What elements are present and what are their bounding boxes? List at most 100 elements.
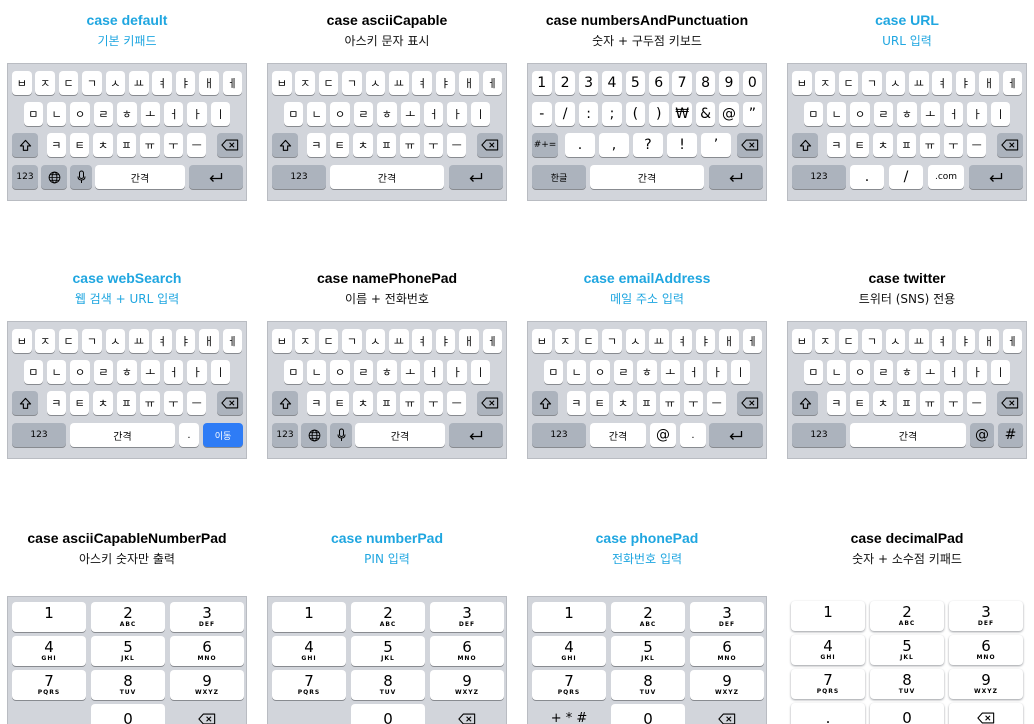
- letter-key[interactable]: ㅏ: [187, 102, 207, 126]
- letter-key[interactable]: ㅡ: [966, 391, 987, 415]
- digit-key[interactable]: 1: [272, 602, 346, 632]
- letter-key[interactable]: ㅁ: [803, 360, 823, 384]
- letter-key[interactable]: ㅁ: [543, 360, 563, 384]
- letter-key[interactable]: ㅗ: [660, 360, 680, 384]
- letter-key[interactable]: ㄴ: [46, 102, 67, 126]
- digit-key-zero[interactable]: 0: [91, 704, 165, 724]
- symbol-key[interactable]: ₩: [672, 102, 692, 126]
- letter-key[interactable]: ㅊ: [873, 391, 893, 415]
- letter-key[interactable]: ㅌ: [589, 391, 610, 415]
- letter-key[interactable]: ㄹ: [353, 102, 374, 126]
- punctuation-key[interactable]: ?: [633, 133, 663, 157]
- letter-key[interactable]: ㅈ: [35, 329, 55, 353]
- letter-key[interactable]: ㄷ: [838, 329, 859, 353]
- letter-key[interactable]: ㅐ: [459, 71, 479, 95]
- letter-key[interactable]: ㅁ: [803, 102, 823, 126]
- letter-key[interactable]: ㄴ: [826, 102, 847, 126]
- letter-key[interactable]: ㅌ: [849, 133, 870, 157]
- letter-key[interactable]: ㅋ: [566, 391, 586, 415]
- number-key[interactable]: 7: [672, 71, 692, 95]
- symbol-key[interactable]: (: [625, 102, 646, 126]
- letter-key[interactable]: ㅁ: [283, 102, 303, 126]
- letter-key[interactable]: ㅣ: [470, 360, 491, 384]
- space-key[interactable]: 간격: [850, 423, 966, 447]
- phone-special-key[interactable]: + * #: [532, 704, 606, 724]
- letter-key[interactable]: ㄹ: [93, 102, 114, 126]
- letter-key[interactable]: ㅋ: [306, 391, 326, 415]
- letter-key[interactable]: ㅜ: [423, 391, 443, 415]
- letter-key[interactable]: ㄹ: [613, 360, 634, 384]
- letter-key[interactable]: ㅔ: [222, 329, 243, 353]
- letter-key[interactable]: ㅊ: [873, 133, 893, 157]
- letter-key[interactable]: ㅠ: [920, 133, 940, 157]
- letter-key[interactable]: ㅜ: [163, 391, 183, 415]
- letter-key[interactable]: ㅠ: [400, 133, 420, 157]
- letter-key[interactable]: ㅣ: [730, 360, 751, 384]
- letter-key[interactable]: ㄷ: [838, 71, 859, 95]
- letter-key[interactable]: ㅔ: [482, 71, 503, 95]
- symbol-key[interactable]: @: [719, 102, 739, 126]
- letter-key[interactable]: ㅕ: [152, 71, 172, 95]
- number-key[interactable]: 2: [555, 71, 575, 95]
- letter-key[interactable]: ㅂ: [12, 71, 32, 95]
- letter-key[interactable]: ㄴ: [306, 360, 327, 384]
- letter-key[interactable]: ㄴ: [826, 360, 847, 384]
- dotcom-key[interactable]: .com: [928, 165, 964, 189]
- letter-key[interactable]: ㅔ: [1002, 329, 1023, 353]
- letter-key[interactable]: ㅣ: [210, 102, 231, 126]
- letter-key[interactable]: ㅛ: [129, 329, 149, 353]
- punctuation-key[interactable]: ,: [599, 133, 629, 157]
- return-key[interactable]: [709, 423, 763, 447]
- letter-key[interactable]: ㅊ: [353, 133, 373, 157]
- letter-key[interactable]: ㅜ: [683, 391, 703, 415]
- letter-key[interactable]: ㅜ: [163, 133, 183, 157]
- shift-key[interactable]: [12, 133, 38, 157]
- letter-key[interactable]: ㅅ: [365, 329, 386, 353]
- letter-key[interactable]: ㅂ: [792, 71, 812, 95]
- letter-key[interactable]: ㅗ: [400, 360, 420, 384]
- shift-key[interactable]: [272, 133, 298, 157]
- numbers-switch-key[interactable]: 123: [792, 423, 846, 447]
- backspace-key[interactable]: [217, 133, 243, 157]
- letter-key[interactable]: ㄷ: [58, 329, 79, 353]
- letter-key[interactable]: ㅁ: [283, 360, 303, 384]
- letter-key[interactable]: ㅐ: [199, 71, 219, 95]
- backspace-key[interactable]: [217, 391, 243, 415]
- letter-key[interactable]: ㄴ: [566, 360, 587, 384]
- letter-key[interactable]: ㅣ: [990, 360, 1011, 384]
- letter-key[interactable]: ㄹ: [873, 360, 894, 384]
- letter-key[interactable]: ㅈ: [815, 329, 835, 353]
- letter-key[interactable]: ㅔ: [222, 71, 243, 95]
- number-key[interactable]: 0: [742, 71, 763, 95]
- letter-key[interactable]: ㅋ: [826, 391, 846, 415]
- symbol-key[interactable]: ;: [602, 102, 622, 126]
- letter-key[interactable]: ㅠ: [660, 391, 680, 415]
- letter-key[interactable]: ㄷ: [318, 71, 339, 95]
- letter-key[interactable]: ㅐ: [979, 329, 999, 353]
- letter-key[interactable]: ㅌ: [329, 391, 350, 415]
- letter-key[interactable]: ㅁ: [23, 360, 43, 384]
- return-key[interactable]: [449, 423, 503, 447]
- letter-key[interactable]: ㅏ: [967, 102, 987, 126]
- letter-key[interactable]: ㅅ: [885, 329, 906, 353]
- letter-key[interactable]: ㅗ: [140, 360, 160, 384]
- letter-key[interactable]: ㅑ: [435, 71, 456, 95]
- letter-key[interactable]: ㅕ: [152, 329, 172, 353]
- letter-key[interactable]: ㅋ: [46, 391, 66, 415]
- letter-key[interactable]: ㄱ: [862, 329, 882, 353]
- number-key[interactable]: 8: [695, 71, 716, 95]
- letter-key[interactable]: ㅠ: [400, 391, 420, 415]
- letter-key[interactable]: ㅊ: [93, 133, 113, 157]
- dot-key[interactable]: .: [680, 423, 706, 447]
- letter-key[interactable]: ㅎ: [117, 360, 137, 384]
- backspace-key[interactable]: [737, 133, 763, 157]
- letter-key[interactable]: ㅌ: [69, 133, 90, 157]
